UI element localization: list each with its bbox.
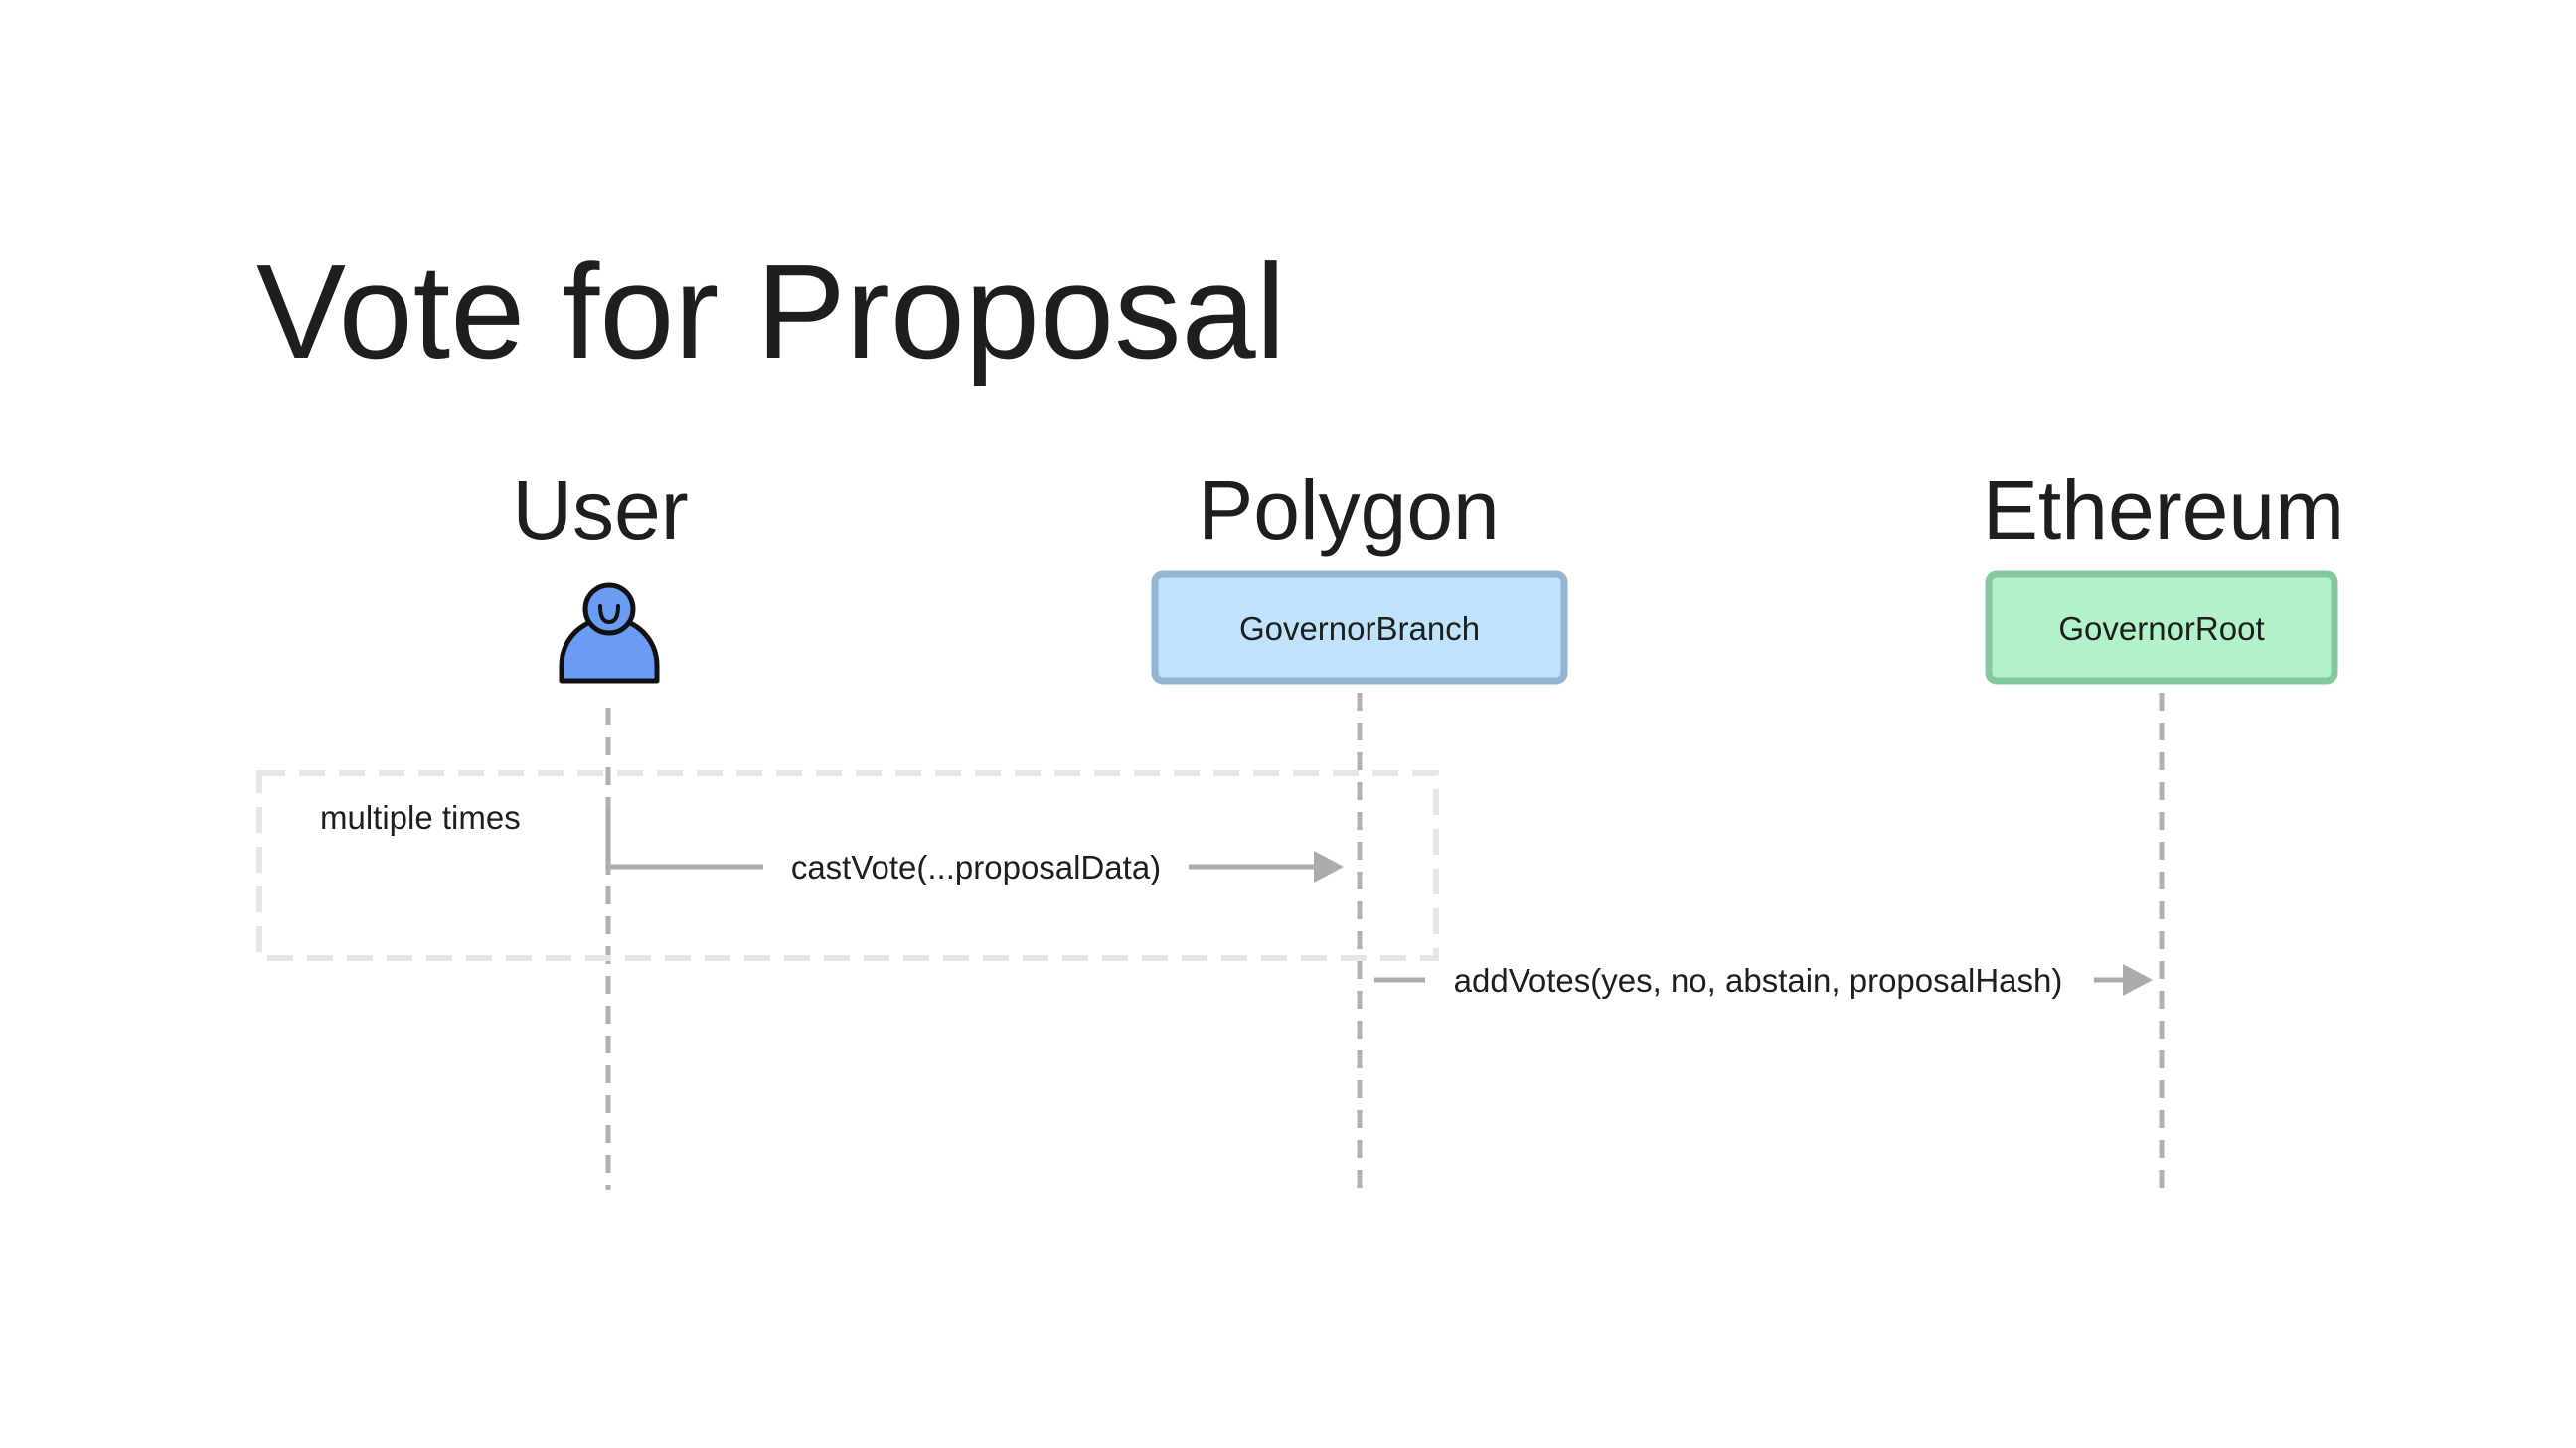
- governor-root-box: GovernorRoot: [1985, 570, 2338, 685]
- page-title: Vote for Proposal: [256, 237, 1286, 387]
- governor-branch-box: GovernorBranch: [1151, 570, 1568, 685]
- message-add-votes: addVotes(yes, no, abstain, proposalHash): [1374, 962, 2153, 999]
- governor-root-label: GovernorRoot: [2058, 610, 2264, 647]
- participant-heading-polygon: Polygon: [1198, 463, 1500, 557]
- loop-label: multiple times: [320, 799, 521, 836]
- person-icon: [559, 582, 660, 684]
- participant-heading-ethereum: Ethereum: [1983, 463, 2344, 557]
- message-cast-vote: castVote(...proposalData): [605, 807, 1344, 885]
- message-add-votes-label: addVotes(yes, no, abstain, proposalHash): [1454, 962, 2063, 999]
- message-cast-vote-label: castVote(...proposalData): [791, 849, 1161, 885]
- loop-frame: [256, 770, 1439, 961]
- governor-branch-label: GovernorBranch: [1239, 610, 1480, 647]
- participant-heading-user: User: [512, 463, 688, 557]
